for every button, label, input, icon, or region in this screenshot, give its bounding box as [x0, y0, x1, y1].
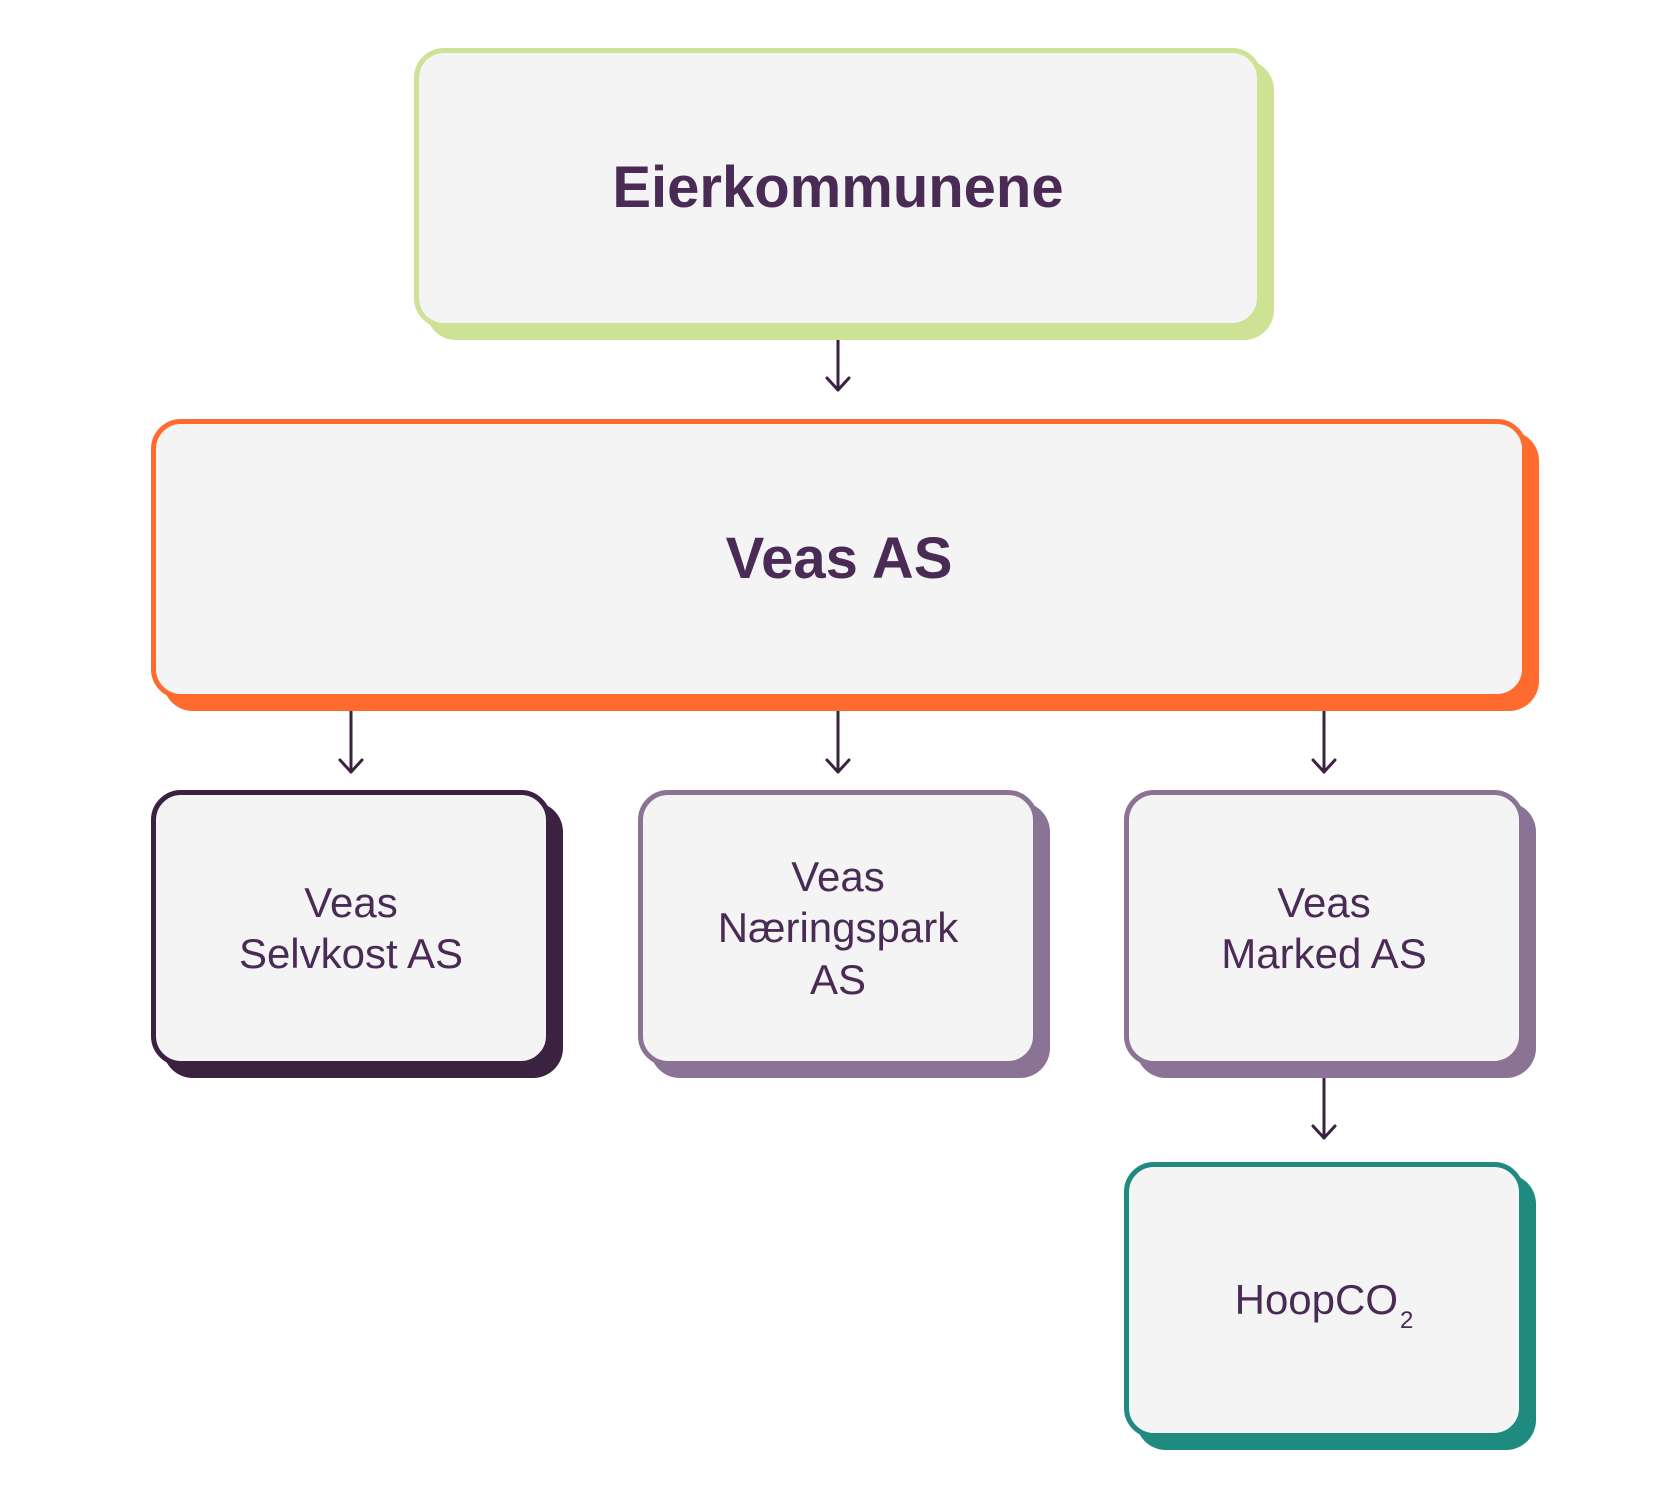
veas-selvkost-line1: Veas	[304, 878, 398, 926]
veas-naeringspark-line3: AS	[809, 955, 866, 1003]
veas-as-box: Veas AS	[151, 419, 1527, 699]
veas-selvkost-label: Veas Selvkost AS	[239, 877, 463, 979]
arrow-veas-to-selvkost	[338, 708, 364, 774]
veas-naeringspark-box: Veas Næringspark AS	[638, 790, 1038, 1066]
arrow-marked-to-hoopco2	[1311, 1076, 1337, 1140]
veas-naeringspark-line1: Veas	[791, 853, 885, 901]
arrow-veas-to-marked	[1311, 708, 1337, 774]
veas-selvkost-line2: Selvkost AS	[238, 930, 464, 977]
veas-naeringspark-line2: Næringspark	[717, 904, 959, 952]
arrow-veas-to-naeringspark	[825, 708, 851, 774]
hoopco2-label: HoopCO2	[1234, 1276, 1414, 1334]
hoopco2-name: HoopCO	[1234, 1276, 1399, 1323]
veas-marked-label: Veas Marked AS	[1221, 877, 1426, 979]
arrow-owners-to-veas	[825, 338, 851, 392]
hoopco2-subscript: 2	[1400, 1307, 1414, 1334]
veas-as-label: Veas AS	[725, 525, 953, 591]
veas-selvkost-box: Veas Selvkost AS	[151, 790, 551, 1066]
owners-box: Eierkommunene	[414, 48, 1262, 328]
veas-naeringspark-label: Veas Næringspark AS	[718, 851, 958, 1005]
owners-label: Eierkommunene	[612, 154, 1064, 220]
veas-marked-line1: Veas	[1277, 878, 1371, 926]
veas-marked-box: Veas Marked AS	[1124, 790, 1524, 1066]
hoopco2-box: HoopCO2	[1124, 1162, 1524, 1438]
veas-marked-line2: Marked AS	[1221, 930, 1427, 977]
